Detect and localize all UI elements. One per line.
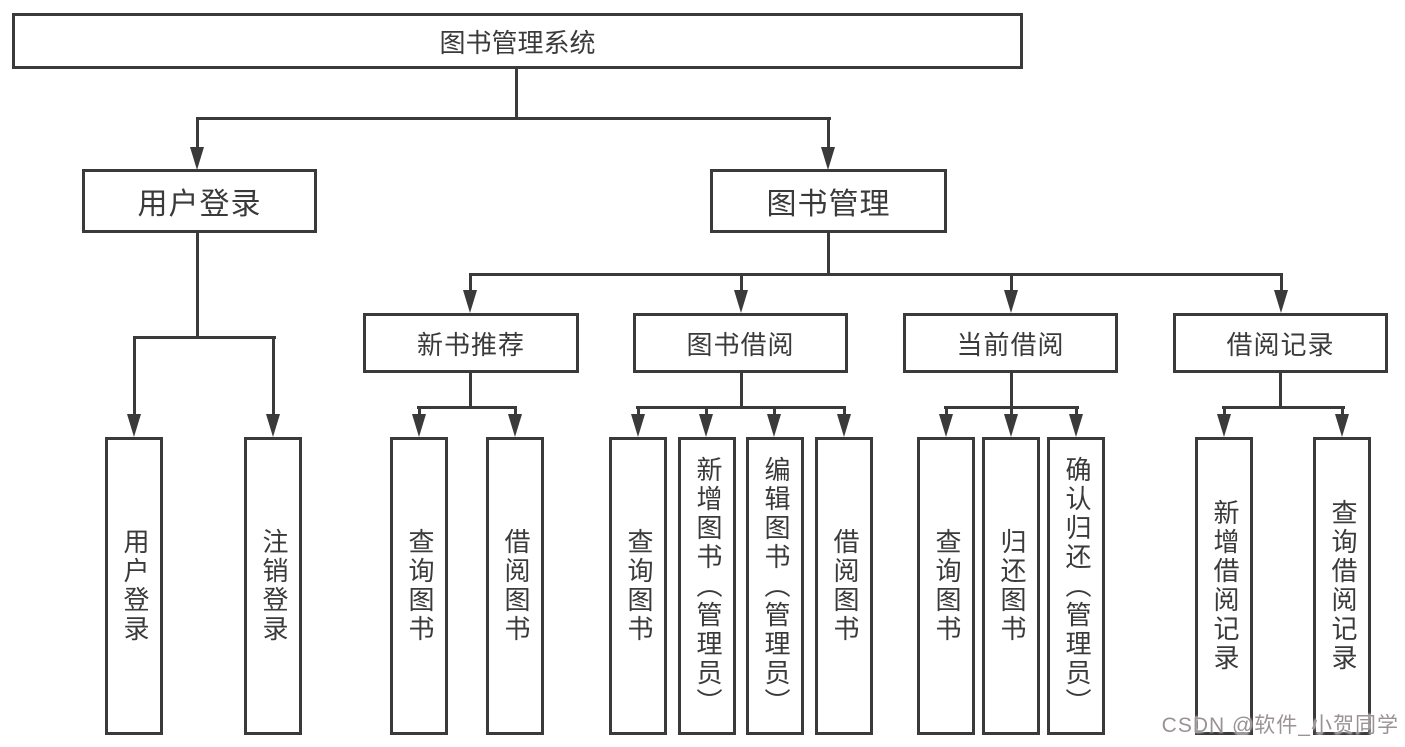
arrowhead-down-icon [631, 414, 645, 437]
node-label: 借阅记录 [1226, 329, 1335, 360]
arrowhead-down-icon [821, 147, 835, 170]
leaf-return-book: 归还图书 [982, 437, 1040, 735]
leaf-borrow-book-newrec: 借阅图书 [486, 437, 544, 735]
connector-record-stem [1279, 373, 1282, 408]
arrowhead-down-icon [127, 414, 141, 437]
connector-record-hline [1222, 406, 1345, 409]
connector-current-stem [1010, 373, 1013, 408]
node-label: 图书借阅 [686, 329, 795, 360]
connector-borrow-leaf4 [843, 406, 846, 416]
connector-new-rec-stem [469, 373, 472, 408]
arrowhead-down-icon [837, 414, 851, 437]
connector-record-leaf1 [1223, 406, 1226, 416]
connector-borrow-hline [636, 406, 846, 409]
node-label: 查询图书 [623, 528, 654, 644]
csdn-watermark: CSDN @软件_小贺同学 [1161, 714, 1399, 737]
arrowhead-down-icon [1069, 414, 1083, 437]
node-root-system: 图书管理系统 [12, 13, 1023, 69]
arrowhead-down-icon [1004, 414, 1018, 437]
node-label: 编辑图书（管理员） [760, 455, 791, 717]
connector-record-leaf2 [1341, 406, 1344, 416]
connector-to-new-rec [469, 273, 472, 293]
leaf-edit-book-admin: 编辑图书（管理员） [746, 437, 804, 735]
connector-book-mgmt-stem [827, 232, 830, 276]
connector-current-leaf1 [945, 406, 948, 416]
connector-user-login-stem [196, 232, 199, 338]
node-label: 新书推荐 [416, 329, 525, 360]
arrowhead-down-icon [734, 290, 748, 313]
arrowhead-down-icon [1004, 290, 1018, 313]
arrowhead-down-icon [767, 414, 781, 437]
node-label: 查询图书 [404, 528, 435, 644]
node-label: 用户登录 [119, 528, 150, 644]
connector-borrow-stem [740, 373, 743, 408]
leaf-user-login: 用户登录 [105, 437, 163, 735]
node-label: 借阅图书 [829, 528, 860, 644]
node-label: 查询借阅记录 [1327, 499, 1358, 673]
arrowhead-down-icon [266, 414, 280, 437]
node-label: 当前借阅 [956, 329, 1065, 360]
connector-new-rec-leaf1 [418, 406, 421, 416]
connector-borrow-leaf1 [637, 406, 640, 416]
arrowhead-down-icon [508, 414, 522, 437]
leaf-query-borrow-record: 查询借阅记录 [1313, 437, 1371, 735]
node-label: 注销登录 [258, 528, 289, 644]
connector-level3-hline [469, 273, 1282, 276]
arrowhead-down-icon [939, 414, 953, 437]
connector-to-user-login [196, 117, 199, 148]
leaf-logout: 注销登录 [244, 437, 302, 735]
leaf-add-borrow-record: 新增借阅记录 [1195, 437, 1253, 735]
connector-to-leaf-login [133, 336, 136, 415]
connector-root-stem [515, 68, 518, 119]
leaf-borrow-book: 借阅图书 [815, 437, 873, 735]
connector-borrow-leaf3 [773, 406, 776, 416]
connector-to-book-mgmt [827, 117, 830, 148]
connector-user-login-hline [133, 336, 276, 339]
connector-to-current [1010, 273, 1013, 293]
connector-to-leaf-logout [272, 336, 275, 415]
connector-to-borrow [740, 273, 743, 293]
arrowhead-down-icon [1274, 290, 1288, 313]
node-borrow-record: 借阅记录 [1173, 313, 1388, 373]
node-label: 归还图书 [996, 528, 1027, 644]
leaf-add-book-admin: 新增图书（管理员） [678, 437, 736, 735]
node-label: 图书管理系统 [439, 27, 596, 58]
node-label: 新增图书（管理员） [692, 455, 723, 717]
node-label: 确认归还（管理员） [1061, 455, 1092, 717]
arrowhead-down-icon [1217, 414, 1231, 437]
node-label: 图书管理 [766, 188, 891, 221]
arrowhead-down-icon [412, 414, 426, 437]
connector-current-leaf3 [1075, 406, 1078, 416]
leaf-query-book-current: 查询图书 [917, 437, 975, 735]
node-book-management: 图书管理 [710, 169, 947, 233]
connector-current-leaf2 [1010, 406, 1013, 416]
connector-borrow-leaf2 [705, 406, 708, 416]
leaf-query-book-newrec: 查询图书 [390, 437, 448, 735]
connector-to-record [1280, 273, 1283, 293]
node-label: 用户登录 [137, 188, 262, 221]
arrowhead-down-icon [190, 147, 204, 170]
node-user-login: 用户登录 [82, 169, 317, 233]
connector-level2-hline [196, 117, 831, 120]
arrowhead-down-icon [463, 290, 477, 313]
node-book-borrow: 图书借阅 [633, 313, 848, 373]
connector-new-rec-hline [417, 406, 517, 409]
node-label: 新增借阅记录 [1209, 499, 1240, 673]
node-label: 借阅图书 [500, 528, 531, 644]
node-new-book-recommend: 新书推荐 [363, 313, 579, 373]
arrowhead-down-icon [1335, 414, 1349, 437]
node-current-borrow: 当前借阅 [903, 313, 1118, 373]
leaf-confirm-return-admin: 确认归还（管理员） [1047, 437, 1105, 735]
leaf-query-book-borrow: 查询图书 [609, 437, 667, 735]
arrowhead-down-icon [699, 414, 713, 437]
node-label: 查询图书 [931, 528, 962, 644]
connector-new-rec-leaf2 [514, 406, 517, 416]
